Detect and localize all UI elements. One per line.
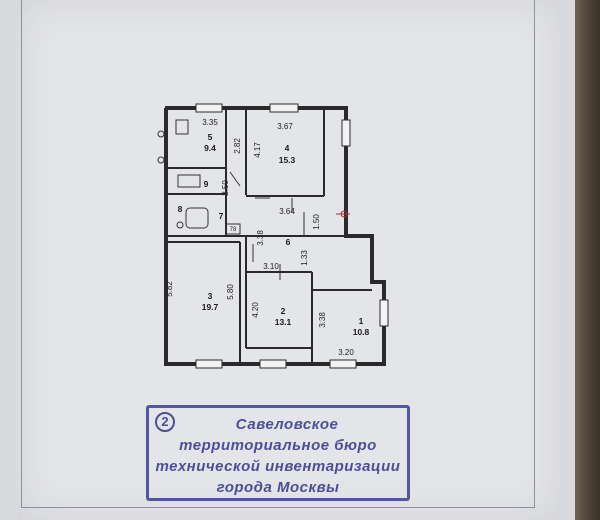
fixtures [157,119,241,235]
dim-5-80: 5.80 [226,284,235,300]
page-frame [21,0,535,508]
stamp-line-2: территориальное бюро [179,437,377,454]
dim-78: 78 [230,227,237,233]
dim-3-20: 3.20 [338,348,354,357]
room-labels: 1 10.8 2 19.7 13.1 3 19.7 4 15.3 5 9.4 6… [178,132,370,337]
dim-3-38-room1: 3.38 [318,312,327,328]
stamp-line-4: города Москвы [216,479,340,496]
door-marks [229,171,350,280]
dim-3-35: 3.35 [202,118,218,127]
document-page [18,0,560,520]
stamp-line-1: Савеловское [235,416,339,433]
dim-2-50: 2.50 [221,180,230,196]
room-3-area: 19.7 [202,302,219,312]
inner-walls [168,110,372,362]
room-6-number: 6 [286,237,291,247]
dim-4-17: 4.17 [253,142,262,158]
room-2-number: 2 [281,306,286,316]
room-1-number: 1 [359,316,364,326]
stamp-number-badge: 2 [155,412,175,432]
dimension-labels: 3.35 3.67 4.17 2.82 2.50 3.64 1.50 3.38 … [165,118,354,357]
room-3-number: 3 [208,291,213,301]
room-7-number: 7 [219,211,224,221]
desk-background [570,0,600,520]
dim-3-67: 3.67 [277,122,293,131]
room-2-area: 13.1 [275,317,292,327]
dim-3-10: 3.10 [263,262,279,271]
dim-3-64: 3.64 [279,207,295,216]
dim-5-82: 5.82 [165,281,174,297]
dim-1-50: 1.50 [312,214,321,230]
room-5-area: 9.4 [204,143,216,153]
room-4-number: 4 [285,143,290,153]
room-1-area: 10.8 [353,327,370,337]
dim-1-33: 1.33 [300,250,309,266]
room-5-number: 5 [208,132,213,142]
room-9-number: 9 [204,179,209,189]
dim-2-82: 2.82 [233,138,242,154]
bti-stamp: 2 Савеловское территориальное бюро техни… [146,405,410,501]
dim-3-38-hall: 3.38 [256,230,265,246]
dim-4-20: 4.20 [251,302,260,318]
room-4-area: 15.3 [279,155,296,165]
room-8-number: 8 [178,204,183,214]
window-openings [195,103,389,369]
outer-walls [164,106,386,366]
stamp-line-3: технической инвентаризации [155,458,401,475]
